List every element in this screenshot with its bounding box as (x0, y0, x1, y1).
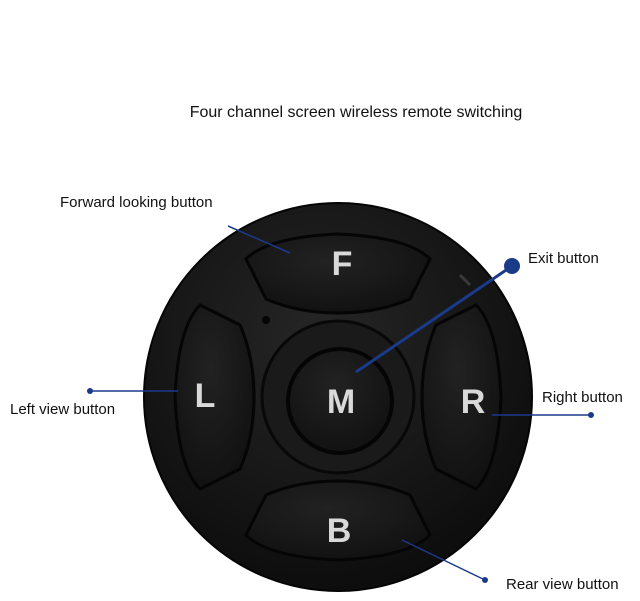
rear-callout-dot (482, 577, 488, 583)
right-pad[interactable] (420, 303, 503, 491)
exit-callout-line (355, 264, 513, 374)
forward-callout-line (227, 225, 291, 254)
indicator-light (262, 316, 270, 324)
right-label: Right button (542, 389, 623, 406)
menu-pad[interactable] (286, 347, 394, 455)
rear-pad[interactable] (244, 479, 432, 562)
left-view-label: Left view button (10, 401, 116, 418)
center-key-label: M (326, 383, 356, 421)
rear-view-label: Rear view button (506, 576, 619, 593)
forward-pad[interactable] (244, 232, 432, 315)
forward-key-label: F (331, 245, 353, 283)
body-notch (458, 273, 472, 287)
exit-callout-dot (504, 258, 520, 274)
rear-callout-line (401, 539, 486, 581)
page-title: Four channel screen wireless remote swit… (189, 104, 523, 121)
forward-label: Forward looking button (60, 194, 213, 211)
back-key-label: B (326, 512, 352, 550)
left-key-label: L (194, 377, 216, 415)
left-callout-dot (87, 388, 93, 394)
right-key-label: R (460, 383, 486, 421)
right-callout-dot (588, 412, 594, 418)
left-view-pad[interactable] (173, 303, 256, 491)
exit-label: Exit button (528, 250, 599, 267)
